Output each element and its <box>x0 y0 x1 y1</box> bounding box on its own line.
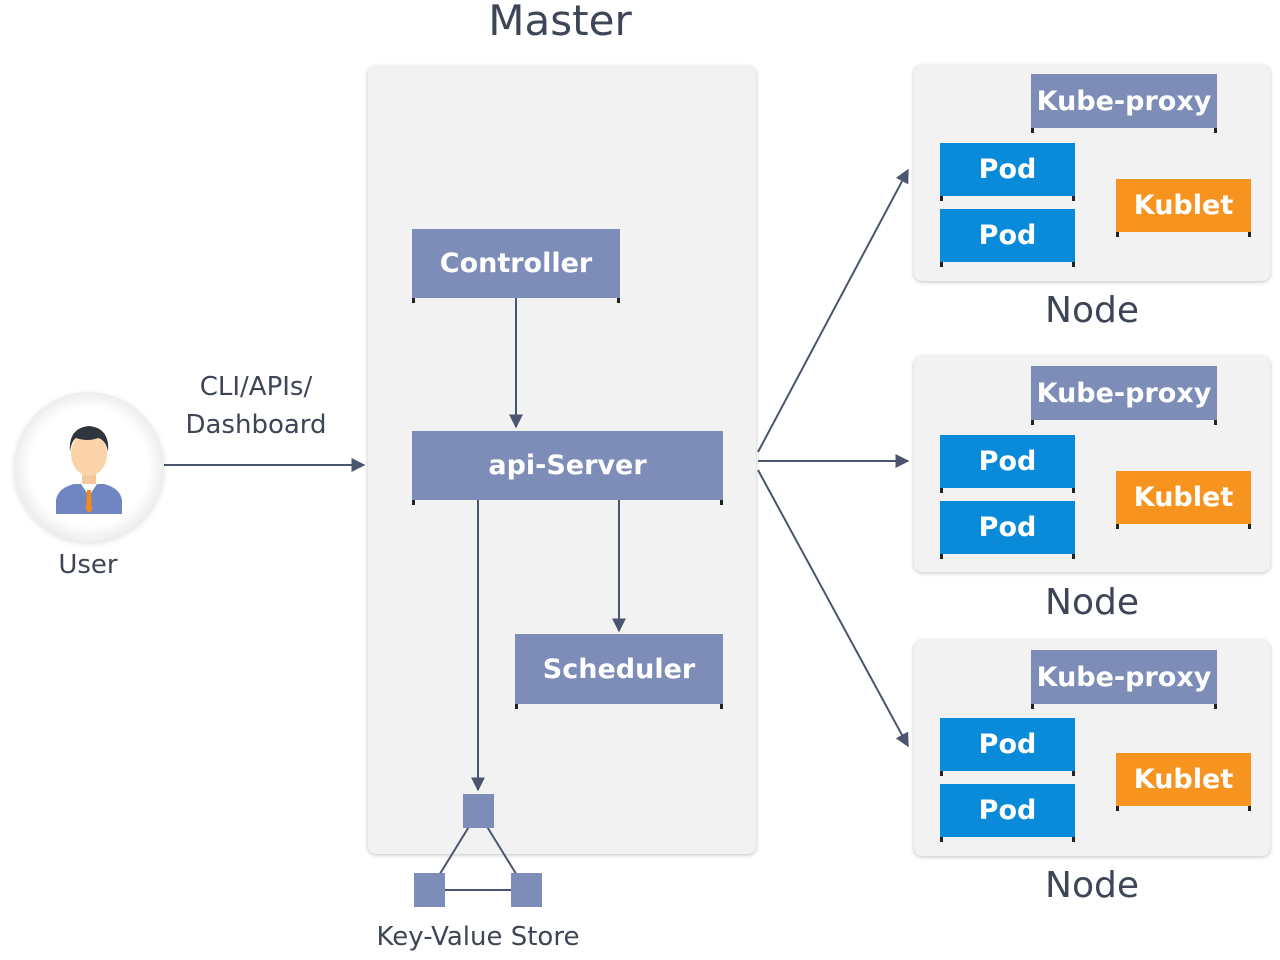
user-label: User <box>58 550 118 580</box>
key-value-store-label: Key-Value Store <box>376 922 580 952</box>
master-title: Master <box>488 0 632 45</box>
node1-label: Node <box>1045 290 1139 331</box>
controller-label: Controller <box>439 248 593 279</box>
scheduler-box: Scheduler <box>515 634 723 709</box>
node3-pod-1: Pod <box>940 718 1075 776</box>
node3-kublet: Kublet <box>1116 753 1251 811</box>
connection-label-line1: CLI/APIs/ <box>199 372 313 402</box>
node2-pod-1: Pod <box>940 435 1075 493</box>
api-server-label: api-Server <box>488 450 647 481</box>
node3-kube-proxy: Kube-proxy <box>1031 650 1217 709</box>
api-server-box: api-Server <box>412 431 723 505</box>
controller-box: Controller <box>412 229 620 303</box>
node2-kube-proxy-label: Kube-proxy <box>1036 377 1212 409</box>
node2-pod-2: Pod <box>940 501 1075 559</box>
node3-kublet-label: Kublet <box>1133 764 1234 795</box>
api-to-node3-arrow <box>757 469 909 748</box>
scheduler-label: Scheduler <box>542 653 696 685</box>
node1-kube-proxy: Kube-proxy <box>1031 74 1217 133</box>
api-to-node1-arrow <box>757 168 909 453</box>
node3-pod-2: Pod <box>940 784 1075 842</box>
key-value-store-icon <box>414 794 542 907</box>
node3-pod-2-label: Pod <box>978 795 1037 826</box>
node2-pod-2-label: Pod <box>978 512 1037 543</box>
node2-label: Node <box>1045 582 1139 623</box>
node1-kube-proxy-label: Kube-proxy <box>1036 85 1212 117</box>
node1-pod-1: Pod <box>940 143 1075 201</box>
node1-pod-1-label: Pod <box>978 154 1037 185</box>
node1-pod-2-label: Pod <box>978 220 1037 251</box>
node1-pod-2: Pod <box>940 209 1075 267</box>
node1-kublet: Kublet <box>1116 179 1251 237</box>
user-icon <box>56 426 122 514</box>
node2-kube-proxy: Kube-proxy <box>1031 366 1217 425</box>
node3-kube-proxy-label: Kube-proxy <box>1036 661 1212 693</box>
node2-pod-1-label: Pod <box>978 446 1037 477</box>
node2-kublet-label: Kublet <box>1133 482 1234 513</box>
connection-label-line2: Dashboard <box>185 410 327 440</box>
node3-pod-1-label: Pod <box>978 729 1037 760</box>
node1-kublet-label: Kublet <box>1133 190 1234 221</box>
node3-label: Node <box>1045 865 1139 906</box>
node2-kublet: Kublet <box>1116 471 1251 529</box>
